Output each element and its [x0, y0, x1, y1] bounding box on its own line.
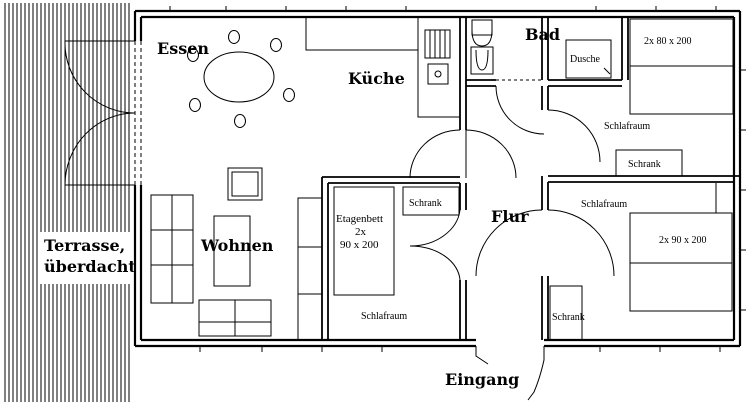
label-bad: Bad [525, 25, 560, 44]
kitchen-counter [305, 16, 461, 118]
label-schlafraum-2: Schlafraum [581, 199, 627, 210]
bedroom-2-furniture [549, 183, 733, 341]
label-etagenbett-1: Etagenbett [336, 213, 383, 225]
interior-walls [321, 17, 740, 340]
label-etagenbett-2: 2x [355, 226, 367, 238]
label-schlafraum-1: Schlafraum [604, 121, 650, 132]
label-dusche: Dusche [570, 54, 601, 65]
bathroom-fixtures [470, 19, 612, 79]
bunk-room-furniture [333, 186, 460, 296]
label-schlafraum-3: Schlafraum [361, 311, 407, 322]
wall-ticks [169, 6, 746, 352]
label-bed-top: 2x 80 x 200 [644, 36, 692, 47]
outer-walls [133, 9, 742, 348]
label-wohnen: Wohnen [200, 236, 274, 255]
label-etagenbett-3: 90 x 200 [340, 239, 379, 251]
label-terrasse-2: überdacht [44, 257, 136, 276]
label-terrasse-1: Terrasse, [44, 236, 125, 255]
label-schrank-2: Schrank [552, 312, 585, 323]
label-bed-bottom: 2x 90 x 200 [659, 235, 707, 246]
terrace-label-mask [40, 232, 138, 284]
bedroom-1-furniture [615, 18, 734, 177]
label-essen: Essen [157, 39, 209, 58]
room-labels: Essen Küche Bad Dusche 2x 80 x 200 Schla… [44, 25, 707, 389]
label-schrank-1: Schrank [628, 159, 661, 170]
terrace-hatching [4, 3, 130, 402]
dining-table [187, 30, 295, 128]
entrance-door [475, 346, 545, 401]
label-flur: Flur [491, 207, 529, 226]
label-schrank-3: Schrank [409, 198, 442, 209]
terrace-doors [64, 40, 142, 186]
label-kueche: Küche [348, 69, 405, 88]
corridor-doors [409, 79, 615, 281]
living-furniture [150, 167, 323, 341]
label-eingang: Eingang [445, 370, 519, 389]
